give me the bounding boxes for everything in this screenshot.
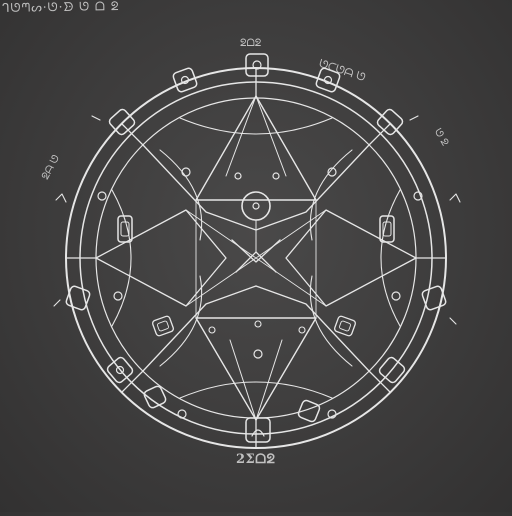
ring-spokes <box>65 67 447 449</box>
inner-glyph-boxes <box>152 315 356 359</box>
top-left-scribble-text: ᒉᘎᘉᔕ·ᘎ·ᗦ ᘎ ᗝ ᘖ <box>1 0 120 16</box>
center-eye <box>231 191 281 273</box>
outer-tick-marks <box>53 115 461 325</box>
bottom-caption-label: 2Ʃᗝᘖ <box>236 452 276 467</box>
ring-cartouches <box>65 53 447 443</box>
inner-web <box>95 95 417 421</box>
top-center-label: ᘖᗝᘖ <box>240 38 262 49</box>
